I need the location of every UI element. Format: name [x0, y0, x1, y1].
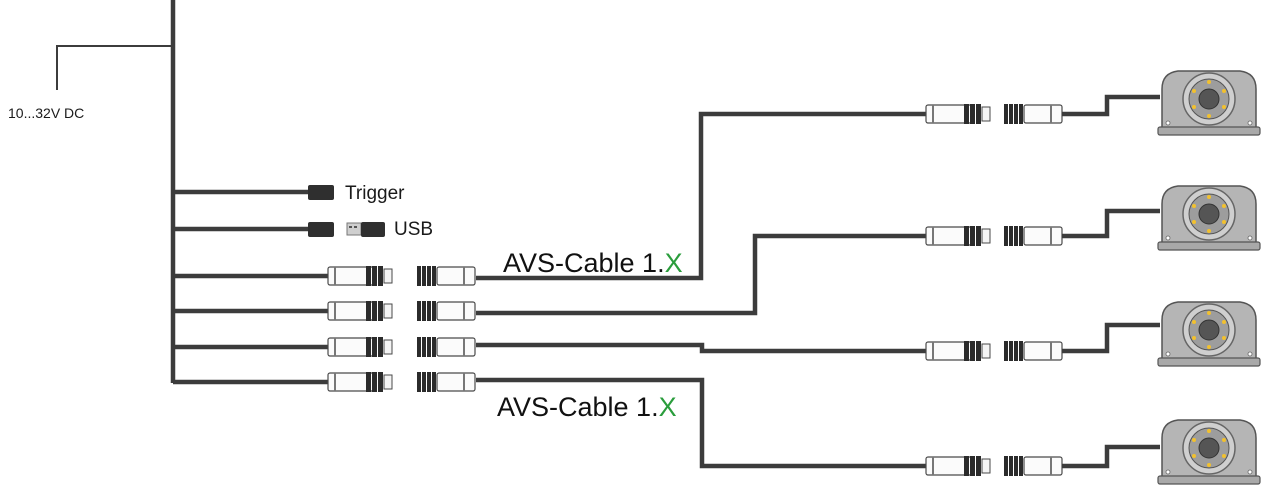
distribution-branches [173, 273, 328, 385]
camera-connector-4 [925, 455, 1063, 477]
trigger-branch [173, 185, 334, 200]
cable-suffix-top: X [665, 248, 683, 278]
camera-connector-1 [925, 103, 1063, 125]
camera-icon [1157, 301, 1261, 367]
cable-suffix-bottom: X [659, 392, 677, 422]
camera-icon [1157, 70, 1261, 136]
power-label: 10...32V DC [8, 105, 84, 121]
camera-icon [1157, 185, 1261, 251]
camera-connector-2 [925, 225, 1063, 247]
cable-label-top: AVS-Cable 1.X [503, 248, 683, 278]
usb-branch [173, 222, 385, 237]
camera-leads [1062, 94, 1160, 469]
camera-cables [476, 111, 926, 469]
camera-connector-3 [925, 340, 1063, 362]
camera-icon [1157, 419, 1261, 485]
connector-pair-2 [327, 300, 476, 322]
connector-pair-1 [327, 265, 476, 287]
trigger-label: Trigger [345, 183, 405, 204]
usb-label: USB [394, 219, 433, 240]
connector-pair-4 [327, 371, 476, 393]
cable-label-bottom: AVS-Cable 1.X [497, 392, 677, 422]
power-supply-wires [56, 0, 176, 383]
connector-pair-3 [327, 336, 476, 358]
